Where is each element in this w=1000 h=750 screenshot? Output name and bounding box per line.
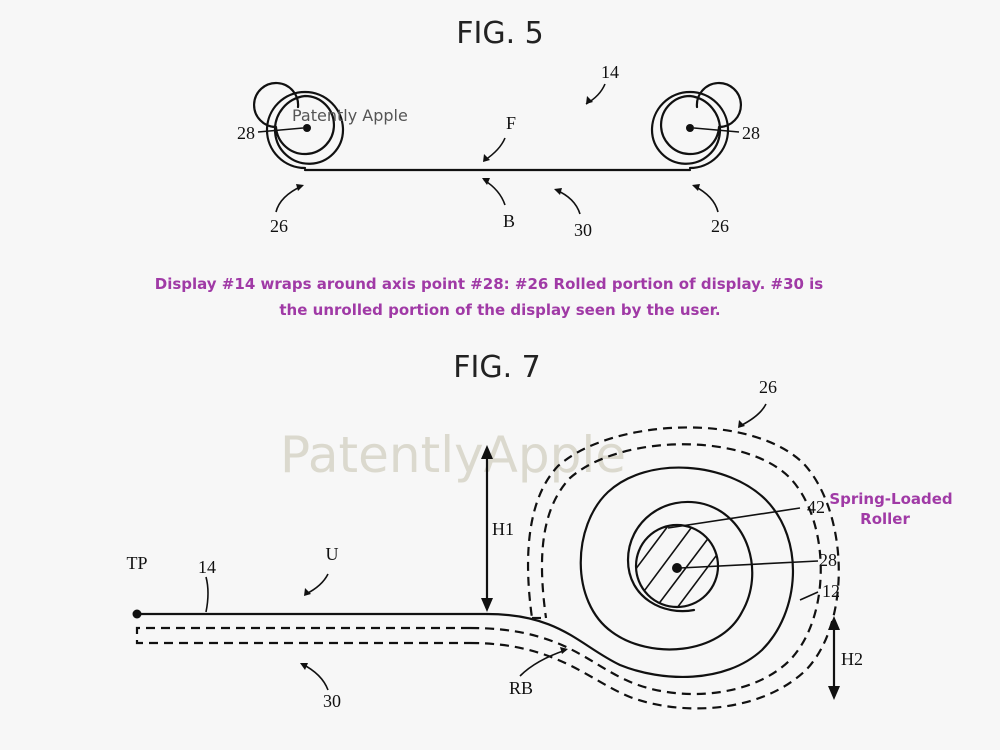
fig5-label-axis-left: 28 — [237, 123, 255, 143]
fig7-label-axis: 28 — [819, 550, 837, 570]
fig7-label-layer: 12 — [822, 581, 840, 601]
caption-line-1: Display #14 wraps around axis point #28:… — [155, 275, 824, 293]
display-spiral-solid — [485, 466, 794, 678]
dimension-h1 — [481, 445, 493, 612]
fig5-label-display: 14 — [601, 62, 619, 82]
caption: Display #14 wraps around axis point #28:… — [155, 275, 824, 319]
fig5-left-axis-point — [303, 124, 311, 132]
fig5-leader-arrows — [275, 83, 719, 215]
fig7-label-bend: RB — [509, 678, 533, 698]
dimension-h2 — [828, 616, 840, 700]
fig7-watermark: PatentlyApple — [280, 426, 626, 484]
tip-point — [132, 609, 142, 619]
fig7-label-user-side: U — [326, 544, 339, 564]
fig5-title: FIG. 5 — [456, 16, 544, 51]
fig7-label-tip-point: TP — [126, 553, 147, 573]
figure-7: FIG. 7 PatentlyApple — [126, 350, 952, 711]
fig5-right-axis-point — [686, 124, 694, 132]
fig5-left-roll — [252, 81, 345, 170]
fig5-label-unrolled: 30 — [574, 220, 592, 240]
fig7-label-h1: H1 — [492, 519, 514, 539]
fig7-label-roller: 42 — [807, 497, 825, 517]
fig5-label-rolled-left: 26 — [270, 216, 288, 236]
fig5-label-front: F — [506, 113, 516, 133]
fig7-label-h2: H2 — [841, 649, 863, 669]
note-roller: Roller — [860, 510, 910, 528]
roller-axis-point — [672, 563, 682, 573]
fig7-label-rolled: 26 — [759, 377, 777, 397]
fig5-label-axis-right: 28 — [742, 123, 760, 143]
fig5-right-roll — [650, 81, 743, 170]
fig5-label-rolled-right: 26 — [711, 216, 729, 236]
fig5-watermark: Patently Apple — [292, 106, 408, 125]
caption-line-2: the unrolled portion of the display seen… — [279, 301, 720, 319]
fig7-label-display: 14 — [198, 557, 216, 577]
note-spring-loaded: Spring-Loaded — [829, 490, 952, 508]
figure-5: FIG. 5 14 28 28 F B 30 — [237, 16, 760, 240]
fig7-leader-lines — [205, 403, 819, 691]
fig5-label-back: B — [503, 211, 515, 231]
display-backing-dashed — [135, 626, 470, 645]
fig7-label-unrolled: 30 — [323, 691, 341, 711]
fig7-title: FIG. 7 — [453, 350, 541, 385]
